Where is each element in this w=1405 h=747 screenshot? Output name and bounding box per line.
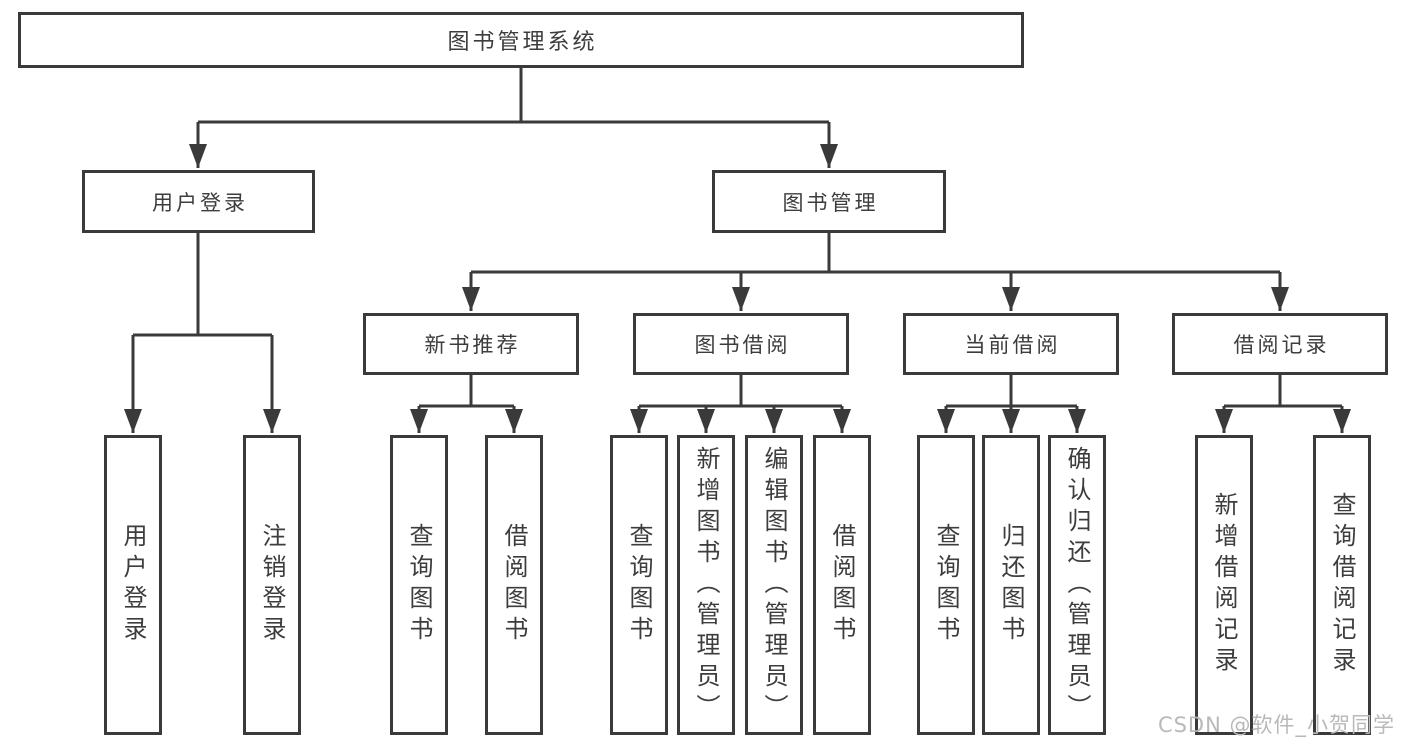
- node-borrow-records: 借阅记录: [1172, 313, 1388, 375]
- node-book-management: 图书管理: [712, 170, 946, 233]
- node-current-borrow: 当前借阅: [903, 313, 1119, 375]
- node-leaf-user-login: 用户登录: [104, 435, 162, 735]
- node-leaf-borrow-books-1: 借阅图书: [485, 435, 543, 735]
- node-leaf-edit-books-admin: 编辑图书（管理员）: [745, 435, 803, 735]
- node-leaf-return-books: 归还图书: [982, 435, 1040, 735]
- node-leaf-query-books-3: 查询图书: [917, 435, 975, 735]
- node-leaf-add-borrow-record: 新增借阅记录: [1195, 435, 1253, 735]
- node-leaf-add-books-admin: 新增图书（管理员）: [677, 435, 735, 735]
- node-leaf-query-borrow-record: 查询借阅记录: [1313, 435, 1371, 735]
- node-new-book-recommend: 新书推荐: [363, 313, 579, 375]
- node-leaf-confirm-return-admin: 确认归还（管理员）: [1048, 435, 1106, 735]
- node-leaf-borrow-books-2: 借阅图书: [813, 435, 871, 735]
- csdn-watermark: CSDN @软件_小贺同学: [1157, 713, 1395, 737]
- node-book-borrow: 图书借阅: [633, 313, 849, 375]
- node-leaf-query-books-1: 查询图书: [390, 435, 448, 735]
- node-user-login: 用户登录: [82, 170, 315, 233]
- node-leaf-logout: 注销登录: [243, 435, 301, 735]
- node-root-system: 图书管理系统: [18, 12, 1024, 68]
- node-leaf-query-books-2: 查询图书: [610, 435, 668, 735]
